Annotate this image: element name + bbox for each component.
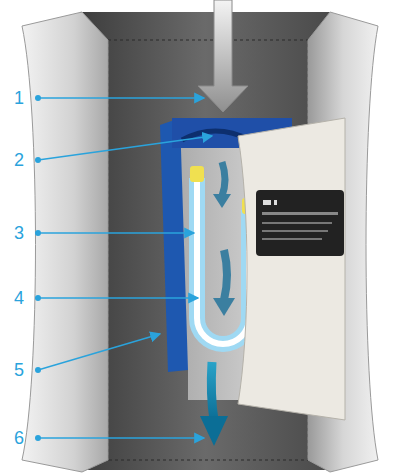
display-text-line [262,238,322,240]
airflow-arrow [222,162,225,196]
display-text-line [262,222,332,224]
front-panel [238,118,345,420]
air-outlet-arrow [211,362,214,420]
leader-dot [35,367,41,373]
display-text-line [274,200,277,205]
leader-line [38,136,212,160]
leader-line [38,97,204,98]
uv-lamp-core [197,178,249,344]
leader-dot [35,230,41,236]
display-text-line [263,200,271,205]
airflow-arrow [213,298,235,316]
leader-line [38,232,194,233]
leader-dot [35,435,41,441]
leader-dot [35,95,41,101]
air-inlet-arrow [198,0,248,112]
leader-line [38,297,198,298]
leader-dot [35,157,41,163]
leader-line [38,334,160,370]
callout-number: 5 [14,360,24,380]
display-text-line [262,212,338,215]
airflow-arrow [213,194,231,208]
lamp-cap [190,166,204,182]
leader-line [38,437,204,438]
callout-number: 1 [14,88,24,108]
callout-number: 4 [14,288,24,308]
leader-lines [38,98,212,438]
airflow-arrow [224,250,227,300]
display-text-line [262,230,328,232]
callout-number: 6 [14,428,24,448]
callout-number: 3 [14,223,24,243]
uv-lamp-glow [197,178,249,344]
chamber-blue-side [160,118,188,372]
control-display [256,190,344,256]
leader-dots [35,95,41,441]
side-panel [22,12,108,472]
air-outlet-arrow [200,416,228,446]
callout-number: 2 [14,150,24,170]
leader-dot [35,295,41,301]
